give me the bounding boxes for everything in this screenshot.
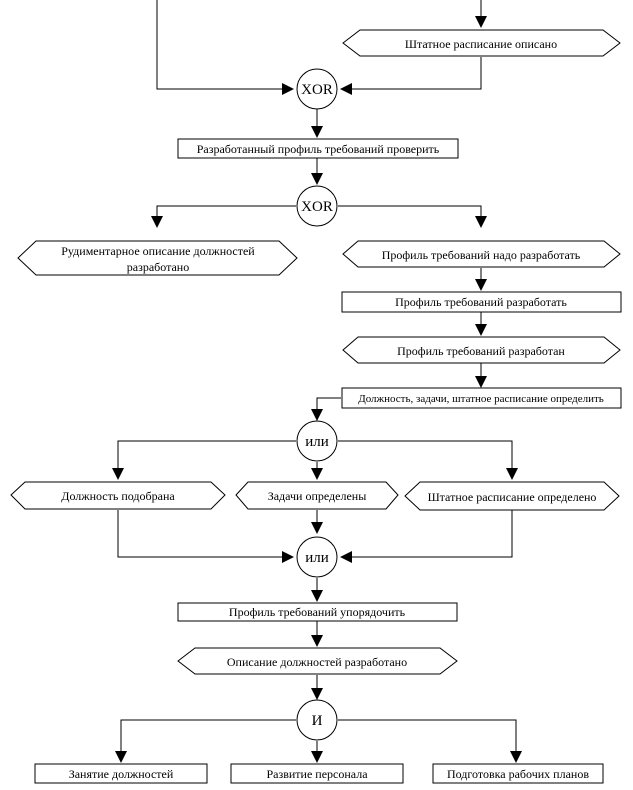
- connector-label: или: [305, 434, 329, 450]
- flow-position-to-or-2: [117, 510, 294, 563]
- function-label: Занятие должностей: [69, 767, 174, 781]
- event-label: Должность подобрана: [61, 489, 175, 503]
- function-fill-positions: Занятие должностей: [34, 763, 208, 784]
- flow-and-to-plans: [338, 719, 522, 763]
- function-develop-profile: Профиль требований разработать: [341, 291, 622, 313]
- connections: [112, 0, 522, 763]
- event-label: Описание должностей разработано: [227, 655, 407, 669]
- flow-xor-2-to-need-profile: [338, 205, 487, 228]
- event-label: Профиль требований надо разработать: [382, 248, 581, 262]
- event-label: Штатное расписание определено: [428, 490, 597, 504]
- connector-xor-1: XOR: [296, 68, 338, 110]
- event-label-line-2: разработано: [127, 260, 189, 274]
- event-profile-needs-development: Профиль требований надо разработать: [342, 240, 621, 268]
- flow-staff-to-or-2: [340, 510, 513, 563]
- function-label: Подготовка рабочих планов: [447, 767, 589, 781]
- event-label: Профиль требований разработан: [397, 344, 565, 358]
- event-job-descriptions-developed: Описание должностей разработано: [177, 647, 458, 675]
- function-label: Профиль требований разработать: [395, 295, 567, 309]
- connector-label: XOR: [301, 199, 333, 215]
- connector-or-2: или: [296, 536, 338, 578]
- function-order-profile: Профиль требований упорядочить: [177, 602, 458, 622]
- event-staff-schedule-described: Штатное расписание описано: [342, 29, 621, 57]
- flow-xor-2-to-rudimentary: [151, 205, 296, 228]
- flow-or-1-to-staff: [338, 440, 518, 480]
- event-label: Задачи определены: [268, 489, 367, 503]
- event-profile-developed: Профиль требований разработан: [342, 336, 621, 364]
- event-staff-schedule-defined: Штатное расписание определено: [404, 481, 620, 511]
- function-staff-development: Развитие персонала: [230, 763, 404, 784]
- function-label: Развитие персонала: [266, 767, 368, 781]
- event-tasks-defined: Задачи определены: [235, 481, 399, 510]
- flow-and-to-fill: [115, 719, 296, 763]
- event-label-line-1: Рудиментарное описание должностей: [61, 244, 255, 258]
- connector-or-1: или: [296, 420, 338, 462]
- flow-staff-schedule-to-xor-1: [340, 57, 482, 95]
- connector-xor-2: XOR: [296, 185, 338, 227]
- flow-or-1-to-position: [112, 440, 296, 480]
- function-label: Должность, задачи, штатное расписание оп…: [358, 393, 604, 405]
- function-define-position: Должность, задачи, штатное расписание оп…: [341, 387, 622, 409]
- function-plan-preparation: Подготовка рабочих планов: [432, 763, 604, 784]
- function-label: Профиль требований упорядочить: [229, 605, 406, 619]
- function-check-profile: Разработанный профиль требований провери…: [177, 138, 459, 159]
- flow-define-to-or-1: [311, 397, 341, 421]
- flow-left-to-xor-1: [156, 0, 294, 95]
- event-label: Штатное расписание описано: [405, 37, 557, 51]
- connector-label: И: [312, 713, 323, 729]
- event-position-selected: Должность подобрана: [10, 481, 226, 510]
- connector-and: И: [296, 699, 338, 741]
- function-label: Разработанный профиль требований провери…: [197, 142, 440, 156]
- connector-label: или: [305, 550, 329, 566]
- connector-label: XOR: [301, 82, 333, 98]
- event-rudimentary-description: Рудиментарное описание должностей разраб…: [17, 240, 298, 276]
